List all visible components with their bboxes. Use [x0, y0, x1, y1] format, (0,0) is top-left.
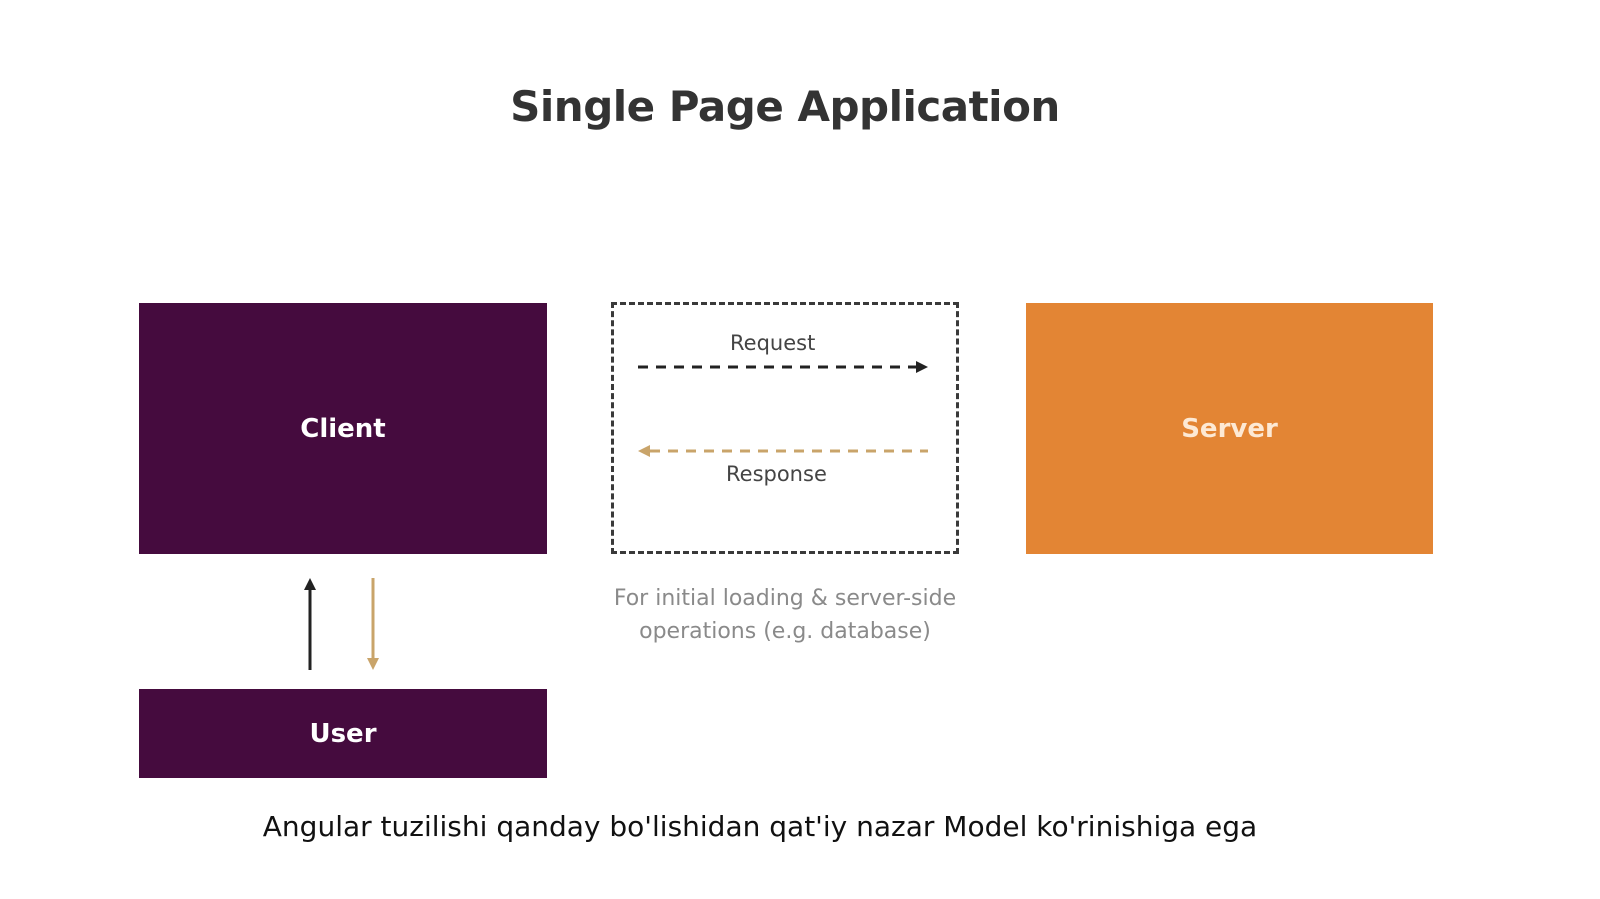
request-label: Request	[730, 331, 816, 355]
client-to-user-arrow	[367, 578, 379, 670]
diagram-title: Single Page Application	[510, 82, 1060, 131]
server-label: Server	[1181, 413, 1278, 444]
exchange-note: For initial loading & server-side operat…	[613, 586, 957, 644]
caption: Angular tuzilishi qanday bo'lishidan qat…	[262, 810, 1258, 843]
client-node: Client	[139, 303, 547, 554]
server-node: Server	[1026, 303, 1433, 554]
client-label: Client	[300, 413, 386, 444]
user-label: User	[309, 718, 377, 749]
request-response-box	[611, 302, 959, 554]
response-label: Response	[726, 462, 827, 486]
user-node: User	[139, 689, 547, 778]
user-to-client-arrow	[304, 578, 316, 670]
